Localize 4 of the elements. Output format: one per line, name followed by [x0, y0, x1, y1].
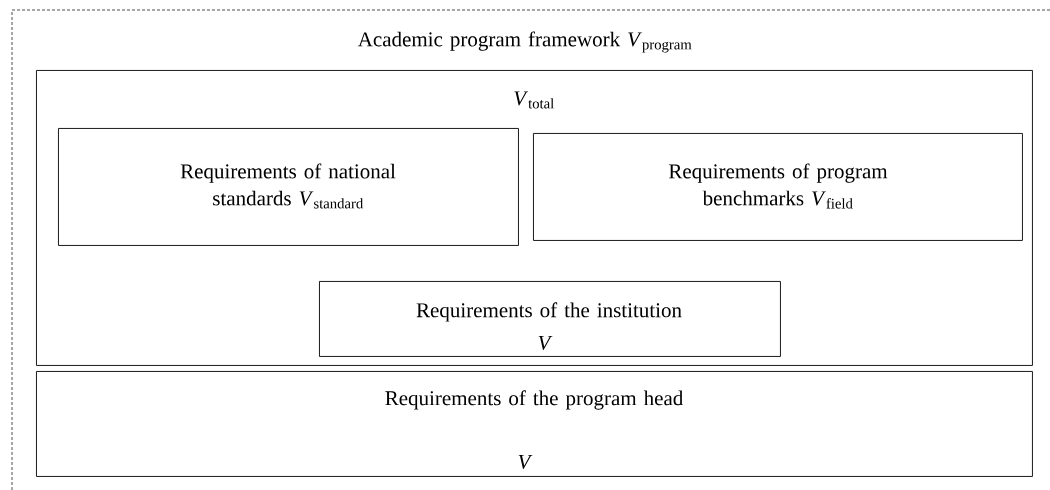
requirement-box: Requirements of program benchmarks V$_{field}$: [533, 133, 1023, 241]
requirement-box: Requirements of the institution V: [319, 281, 781, 357]
requirement-box: Requirements of national standards V$_{standard}$: [58, 128, 519, 246]
requirement-box: Requirements of the program head V: [36, 371, 1033, 477]
